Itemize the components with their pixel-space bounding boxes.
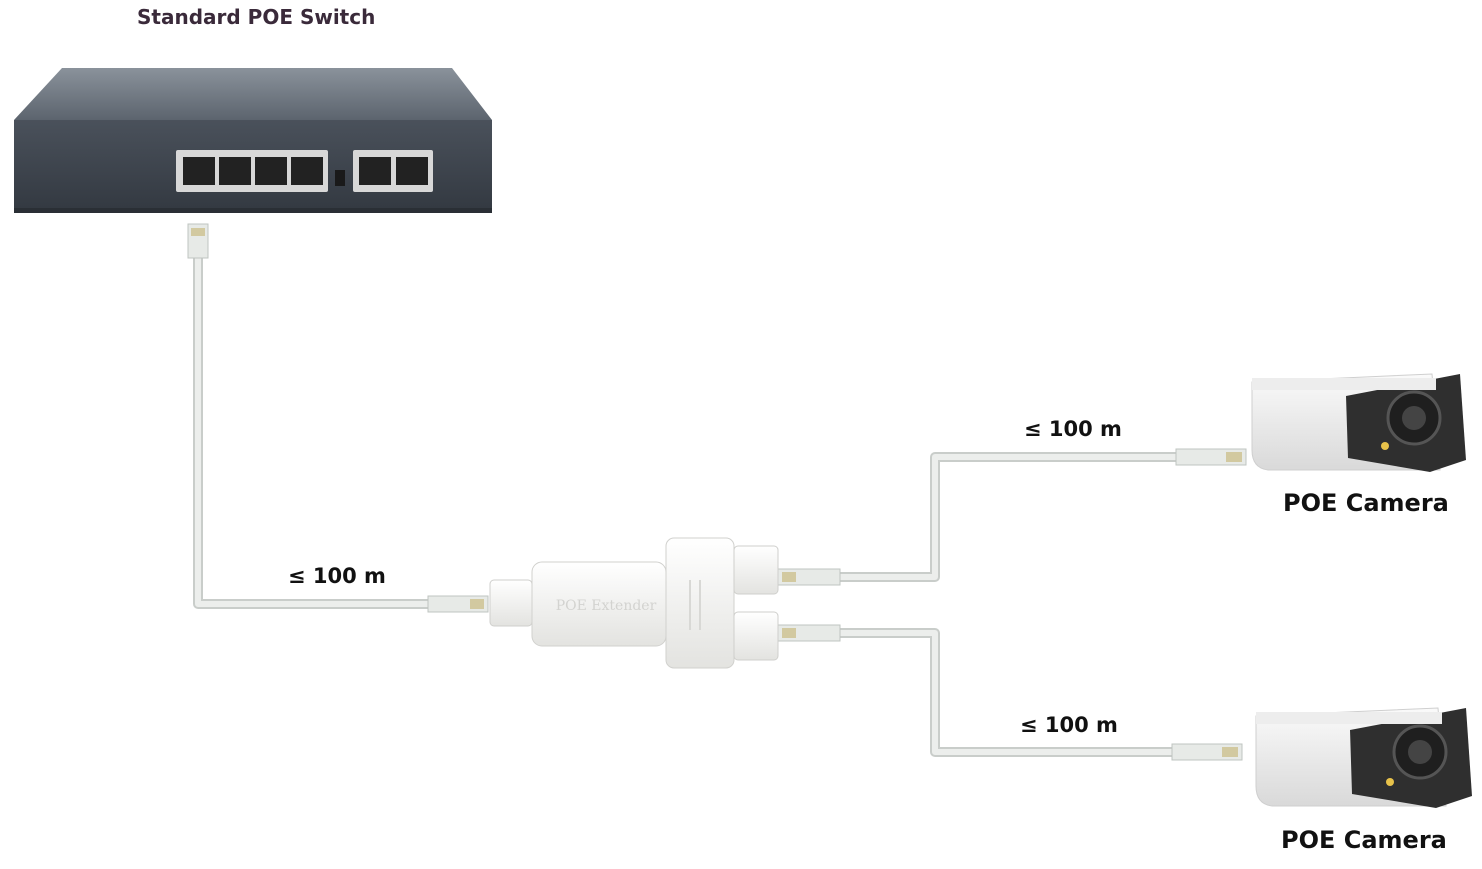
poe-camera-top <box>1251 373 1466 472</box>
switch-poe-ports <box>176 150 328 192</box>
distance-label-bottom: ≤ 100 m <box>1020 713 1118 737</box>
switch-uplink-ports <box>353 150 433 192</box>
poe-extender: POE Extender <box>489 537 779 669</box>
distance-label-input: ≤ 100 m <box>288 564 386 588</box>
camera-label-bottom: POE Camera <box>1281 826 1447 854</box>
switch-power-indicator <box>335 170 345 186</box>
extender-marking: POE Extender <box>556 598 657 614</box>
plug-extender-input <box>427 595 489 613</box>
plug-extender-out-top <box>777 568 841 586</box>
plug-camera-top <box>1175 448 1247 466</box>
switch-label: Standard POE Switch <box>137 5 376 29</box>
plug-extender-out-bottom <box>777 624 841 642</box>
camera-label-top: POE Camera <box>1283 489 1449 517</box>
plug-camera-bottom <box>1171 743 1243 761</box>
distance-label-top: ≤ 100 m <box>1024 417 1122 441</box>
rj45-plugs <box>187 223 1247 761</box>
cables <box>193 250 1181 757</box>
plug-switch <box>187 223 209 259</box>
poe-switch <box>14 68 492 213</box>
poe-camera-bottom <box>1255 707 1472 808</box>
